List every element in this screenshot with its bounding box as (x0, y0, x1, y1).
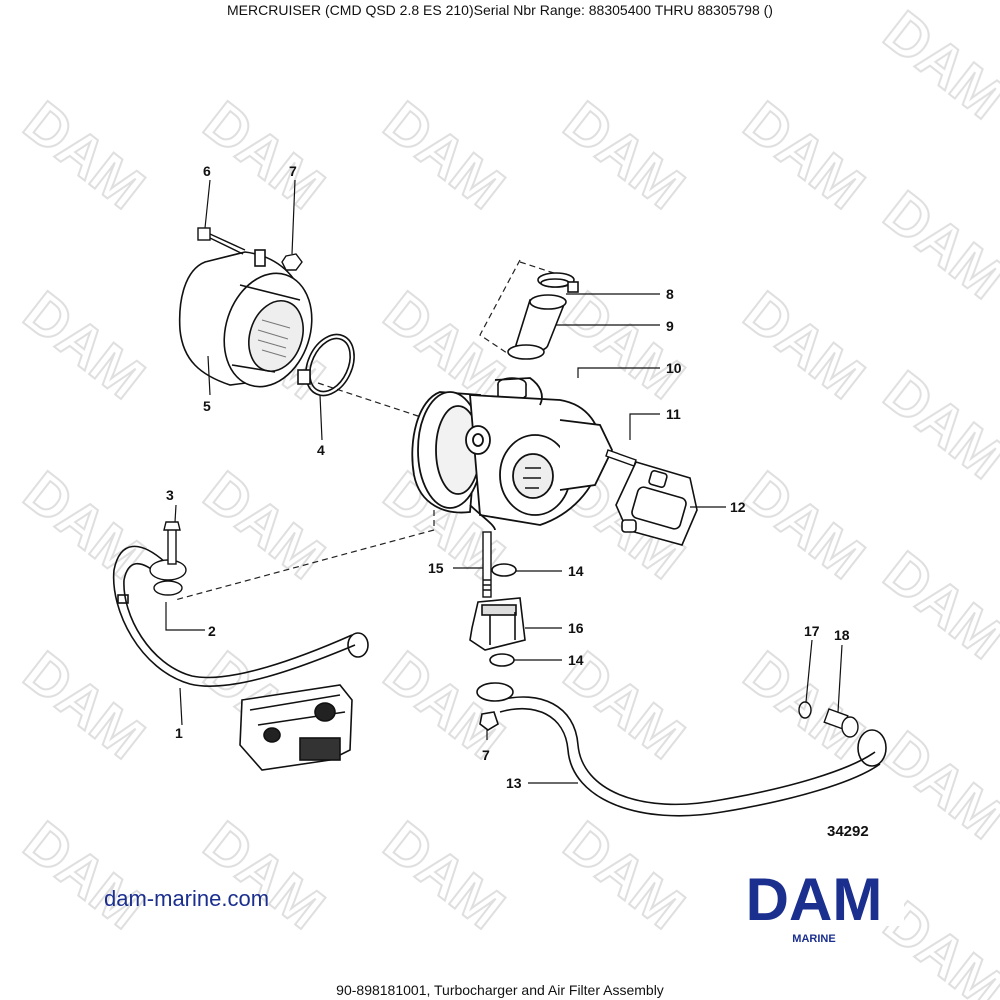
callout-5: 5 (203, 398, 211, 414)
watermark: DAM (372, 89, 516, 222)
callout-11: 11 (666, 406, 681, 422)
watermark: DAM (872, 719, 1000, 852)
watermark: DAM (552, 89, 696, 222)
callout-14: 14 (568, 563, 584, 579)
pipe-flange (149, 521, 187, 596)
callout-3: 3 (166, 487, 174, 503)
air-filter (178, 249, 313, 388)
watermark: DAM (12, 459, 156, 592)
oil-return-pipe (476, 682, 887, 817)
callout-13: 13 (506, 775, 522, 791)
watermark: DAM (552, 279, 696, 412)
nut (281, 253, 303, 271)
hose-clamp (297, 333, 355, 397)
watermark: DAM (192, 89, 336, 222)
callout-1: 1 (175, 725, 183, 741)
pipe-fitting (823, 708, 859, 738)
callout-10: 10 (666, 360, 682, 376)
brand-logo: DAM MARINE (724, 868, 904, 945)
watermark: DAM (872, 0, 1000, 132)
bolt (197, 227, 246, 255)
watermark: DAM (12, 809, 156, 942)
watermark: DAM (732, 89, 876, 222)
callout-9: 9 (666, 318, 674, 334)
callout-7: 7 (482, 747, 490, 763)
watermark: DAM (732, 639, 876, 772)
watermark: DAM (872, 179, 1000, 312)
callout-16: 16 (568, 620, 584, 636)
watermark: DAM (732, 459, 876, 592)
callout-6: 6 (203, 163, 211, 179)
watermark: DAM (552, 809, 696, 942)
callout-18: 18 (834, 627, 850, 643)
callout-14: 14 (568, 652, 584, 668)
callout-8: 8 (666, 286, 674, 302)
watermark: DAM (872, 539, 1000, 672)
page-title: MERCRUISER (CMD QSD 2.8 ES 210)Serial Nb… (227, 2, 773, 18)
watermark: DAM (12, 89, 156, 222)
gasket (615, 461, 698, 546)
engine-block (239, 684, 353, 771)
callout-17: 17 (804, 623, 820, 639)
watermark: DAM (12, 279, 156, 412)
watermark: DAM (372, 809, 516, 942)
logo-text: DAM (746, 868, 883, 933)
callout-2: 2 (208, 623, 216, 639)
callout-15: 15 (428, 560, 444, 576)
watermark: DAM (872, 359, 1000, 492)
oil-adapter (469, 597, 526, 651)
callout-4: 4 (317, 442, 325, 458)
watermark: DAM (732, 279, 876, 412)
watermark: DAM (12, 639, 156, 772)
callout-leaders (165, 179, 843, 784)
turbocharger (411, 377, 613, 531)
watermark: DAM (192, 459, 336, 592)
stud (605, 449, 637, 467)
website-link[interactable]: dam-marine.com (104, 886, 270, 911)
logo-subtext: MARINE (792, 933, 835, 945)
diagram-caption: 90-898181001, Turbocharger and Air Filte… (336, 982, 664, 998)
callout-7: 7 (289, 163, 297, 179)
drain-stud (482, 531, 492, 598)
watermark: DAM (192, 809, 336, 942)
callout-12: 12 (730, 499, 746, 515)
oil-supply-pipe (112, 545, 369, 687)
watermark: DAM (372, 639, 516, 772)
diagram-reference-number: 34292 (827, 823, 869, 840)
sealing-washer (798, 701, 812, 719)
